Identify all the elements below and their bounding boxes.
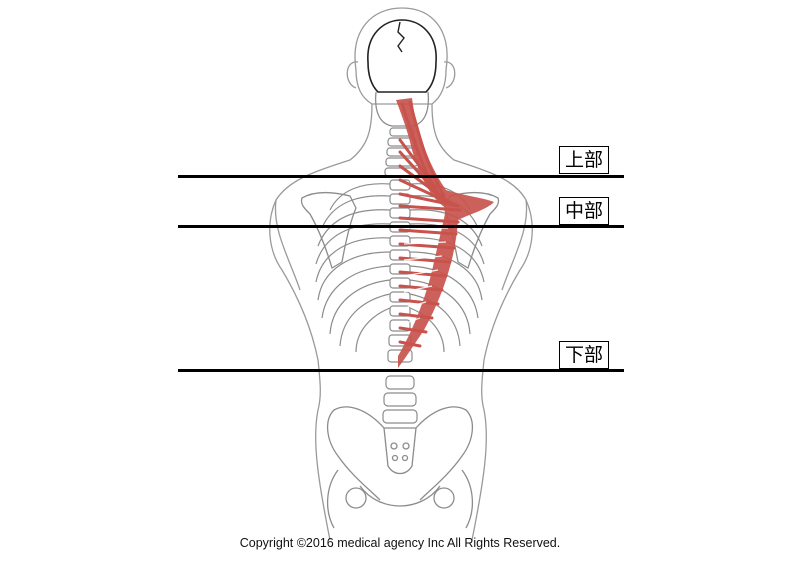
label-middle: 中部 (559, 197, 609, 225)
label-lower: 下部 (559, 341, 609, 369)
label-upper: 上部 (559, 146, 609, 174)
skull (367, 19, 437, 93)
skull-base (374, 91, 430, 127)
middle-divider-line (178, 225, 624, 228)
rib-cage (315, 183, 485, 353)
upper-divider-line (178, 175, 624, 178)
lower-divider-line (178, 369, 624, 372)
muscle-fibers-detail (403, 227, 448, 325)
copyright-text: Copyright ©2016 medical agency Inc All R… (239, 536, 561, 550)
muscle-body (396, 98, 494, 368)
pelvis (326, 406, 474, 529)
body-outline (269, 7, 533, 541)
